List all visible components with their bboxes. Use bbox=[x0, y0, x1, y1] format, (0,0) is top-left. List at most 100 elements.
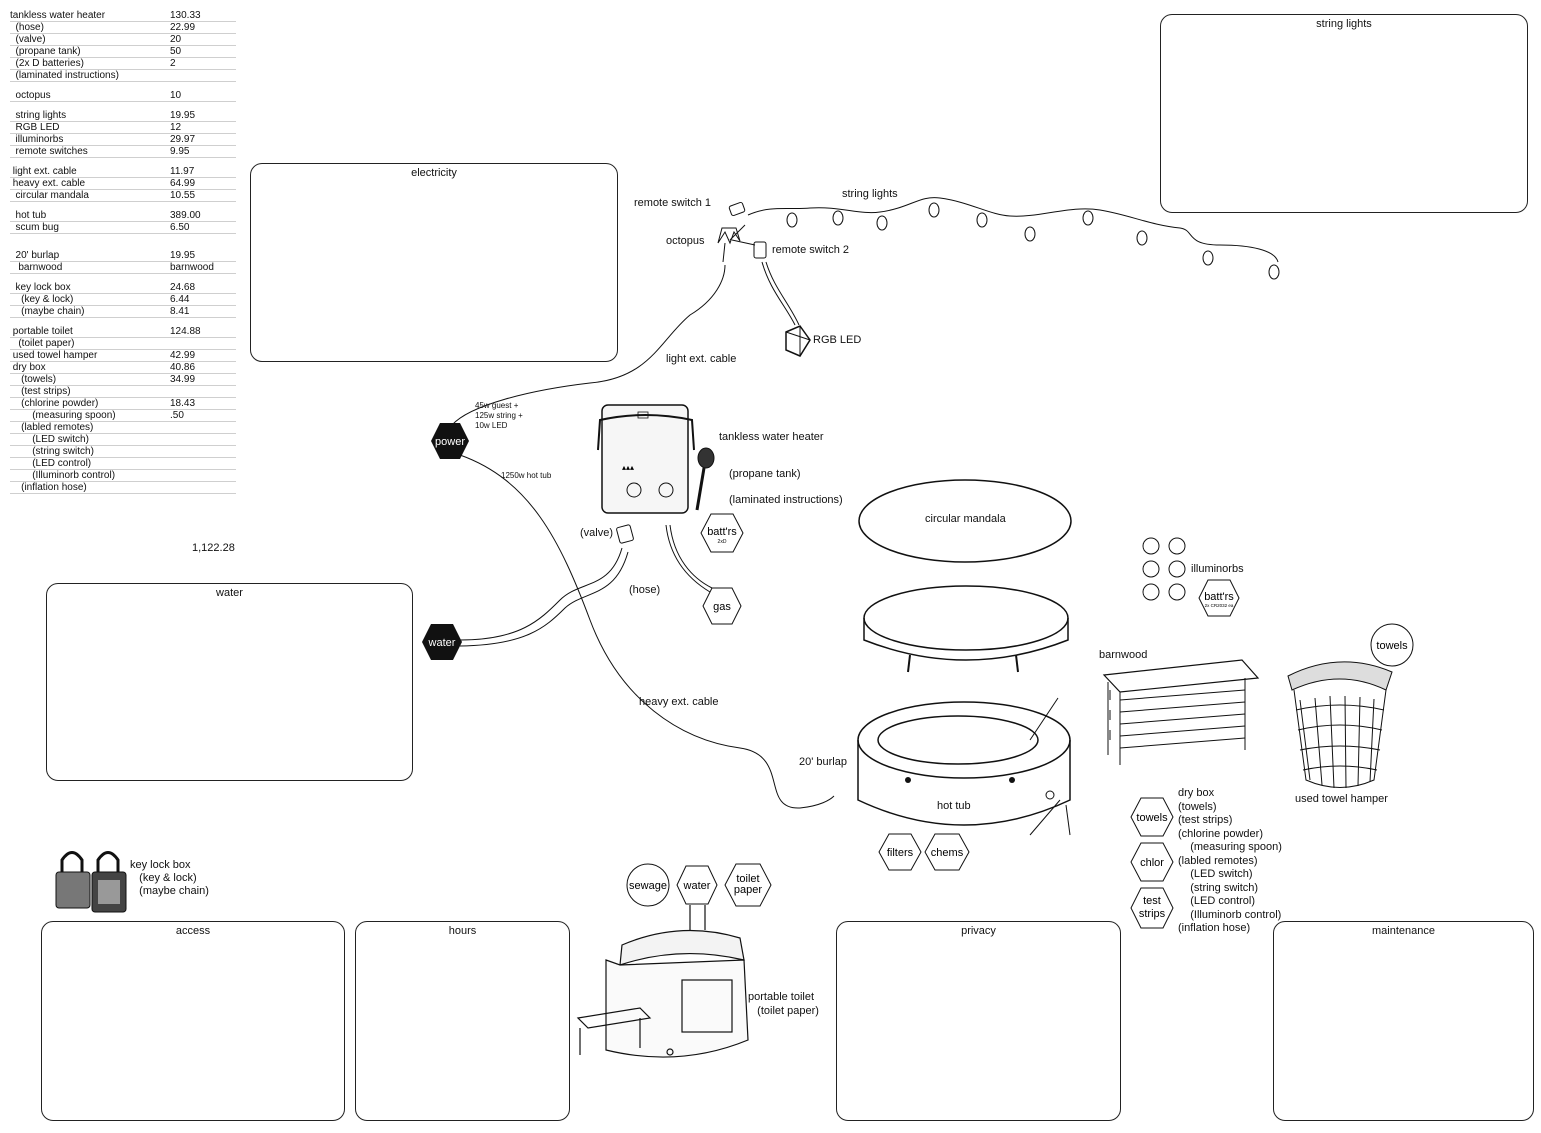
towels-drybox-token[interactable]: towels bbox=[1130, 796, 1174, 838]
budget-item-price: 2 bbox=[170, 57, 236, 70]
maintenance-box-title: maintenance bbox=[1372, 925, 1435, 937]
budget-item-price bbox=[170, 421, 236, 434]
toilet-paper-token[interactable]: toilet paper bbox=[724, 862, 772, 908]
budget-item-name: (chlorine powder) bbox=[10, 397, 170, 410]
budget-item-name: hot tub bbox=[10, 210, 170, 222]
hot-tub-drawing bbox=[857, 697, 1071, 836]
towels-hamper-token[interactable]: towels bbox=[1369, 622, 1415, 668]
budget-item-name: barnwood bbox=[10, 261, 170, 274]
maintenance-box[interactable]: maintenance bbox=[1273, 921, 1534, 1121]
filters-token-label: filters bbox=[887, 847, 914, 859]
water-hose-2 bbox=[459, 551, 629, 647]
light-ext-cable-label: light ext. cable bbox=[666, 353, 737, 365]
budget-item-name: circular mandala bbox=[10, 189, 170, 202]
hours-box[interactable]: hours bbox=[355, 921, 570, 1121]
budget-item-name: light ext. cable bbox=[10, 166, 170, 178]
budget-item-price: 130.33 bbox=[170, 10, 236, 22]
chems-token-label: chems bbox=[931, 847, 964, 859]
power-token[interactable]: power bbox=[430, 421, 470, 461]
power-token-label: power bbox=[435, 436, 465, 448]
batteries-orbs-label: batt'rs bbox=[1204, 591, 1234, 603]
budget-item-price: 19.95 bbox=[170, 110, 236, 122]
budget-item-price bbox=[170, 385, 236, 398]
budget-item-name: (towels) bbox=[10, 373, 170, 386]
budget-item-name: scum bug bbox=[10, 221, 170, 234]
gas-line bbox=[665, 524, 711, 593]
budget-item-name: used towel hamper bbox=[10, 349, 170, 362]
test-strips-token[interactable]: test strips bbox=[1130, 886, 1174, 930]
shower-head-drawing bbox=[695, 447, 715, 511]
water-source-token[interactable]: water bbox=[421, 622, 463, 662]
gas-token-label: gas bbox=[713, 601, 731, 613]
water-toilet-label: water bbox=[683, 880, 711, 892]
water-source-token-label: water bbox=[428, 637, 456, 649]
barnwood-label: barnwood bbox=[1099, 649, 1148, 661]
test-strips-label-2: strips bbox=[1139, 908, 1166, 920]
chlor-token[interactable]: chlor bbox=[1130, 841, 1174, 883]
budget-row: (LED control) bbox=[10, 457, 236, 470]
budget-item-price bbox=[170, 481, 236, 494]
batteries-orbs-token[interactable]: batt'rs 2x CR2032 ea bbox=[1198, 578, 1240, 618]
water-box[interactable]: water bbox=[46, 583, 413, 781]
budget-item-price: 18.43 bbox=[170, 397, 236, 410]
budget-row: (Illuminorb control) bbox=[10, 469, 236, 482]
budget-row: (LED switch) bbox=[10, 433, 236, 446]
remote-switch-1-label: remote switch 1 bbox=[634, 197, 712, 209]
remote-switch-1-drawing bbox=[728, 201, 746, 217]
budget-item-name: heavy ext. cable bbox=[10, 177, 170, 190]
filters-token[interactable]: filters bbox=[878, 832, 922, 872]
water-toilet-token[interactable]: water bbox=[676, 864, 718, 906]
batteries-heater-sub: 2xD bbox=[718, 539, 727, 545]
batteries-heater-token[interactable]: batt'rs 2xD bbox=[700, 512, 744, 554]
hot-tub-label: hot tub bbox=[937, 800, 971, 812]
budget-item-price: 124.88 bbox=[170, 326, 236, 338]
budget-row: (inflation hose) bbox=[10, 481, 236, 494]
batteries-heater-label: batt'rs bbox=[707, 526, 737, 538]
sewage-token[interactable]: sewage bbox=[625, 862, 671, 908]
budget-item-name: (measuring spoon) bbox=[10, 409, 170, 422]
budget-item-name: tankless water heater bbox=[10, 10, 170, 22]
budget-row: (hose)22.99 bbox=[10, 21, 236, 34]
budget-row: (string switch) bbox=[10, 445, 236, 458]
valve-label: (valve) bbox=[580, 527, 614, 539]
budget-row: (towels)34.99 bbox=[10, 373, 236, 386]
electricity-box[interactable]: electricity bbox=[250, 163, 618, 362]
dry-box-label: dry box (towels) (test strips) (chlorine… bbox=[1178, 787, 1282, 934]
water-hose-1 bbox=[459, 547, 623, 641]
gas-token[interactable]: gas bbox=[702, 586, 742, 626]
budget-row: (toilet paper) bbox=[10, 337, 236, 350]
access-box[interactable]: access bbox=[41, 921, 345, 1121]
budget-item-price: 22.99 bbox=[170, 21, 236, 34]
hot-tub-cover-drawing bbox=[863, 585, 1069, 673]
budget-item-name: 20' burlap bbox=[10, 250, 170, 262]
budget-item-name: (2x D batteries) bbox=[10, 57, 170, 70]
chems-token[interactable]: chems bbox=[924, 832, 970, 872]
budget-item-name: (LED control) bbox=[10, 457, 170, 470]
remote-switch-2-drawing bbox=[753, 241, 767, 259]
budget-item-price: 24.68 bbox=[170, 282, 236, 294]
used-towel-hamper-label: used towel hamper bbox=[1295, 793, 1388, 805]
heavy-ext-cable-wire bbox=[459, 454, 835, 809]
string-lights-wire bbox=[747, 197, 1279, 263]
budget-item-name: key lock box bbox=[10, 282, 170, 294]
budget-item-price bbox=[170, 469, 236, 482]
heavy-ext-cable-label: heavy ext. cable bbox=[639, 696, 719, 708]
budget-item-name: (toilet paper) bbox=[10, 337, 170, 350]
budget-item-name: illuminorbs bbox=[10, 133, 170, 146]
budget-item-name: (labled remotes) bbox=[10, 421, 170, 434]
budget-item-price: 64.99 bbox=[170, 177, 236, 190]
budget-item-price: 10 bbox=[170, 90, 236, 102]
remote-switch-2-label: remote switch 2 bbox=[772, 244, 850, 256]
budget-item-price: 12 bbox=[170, 121, 236, 134]
access-box-title: access bbox=[175, 925, 211, 937]
budget-item-price: 389.00 bbox=[170, 210, 236, 222]
string-lights-box[interactable]: string lights bbox=[1160, 14, 1528, 213]
budget-item-price: barnwood bbox=[170, 261, 236, 274]
privacy-box[interactable]: privacy bbox=[836, 921, 1121, 1121]
